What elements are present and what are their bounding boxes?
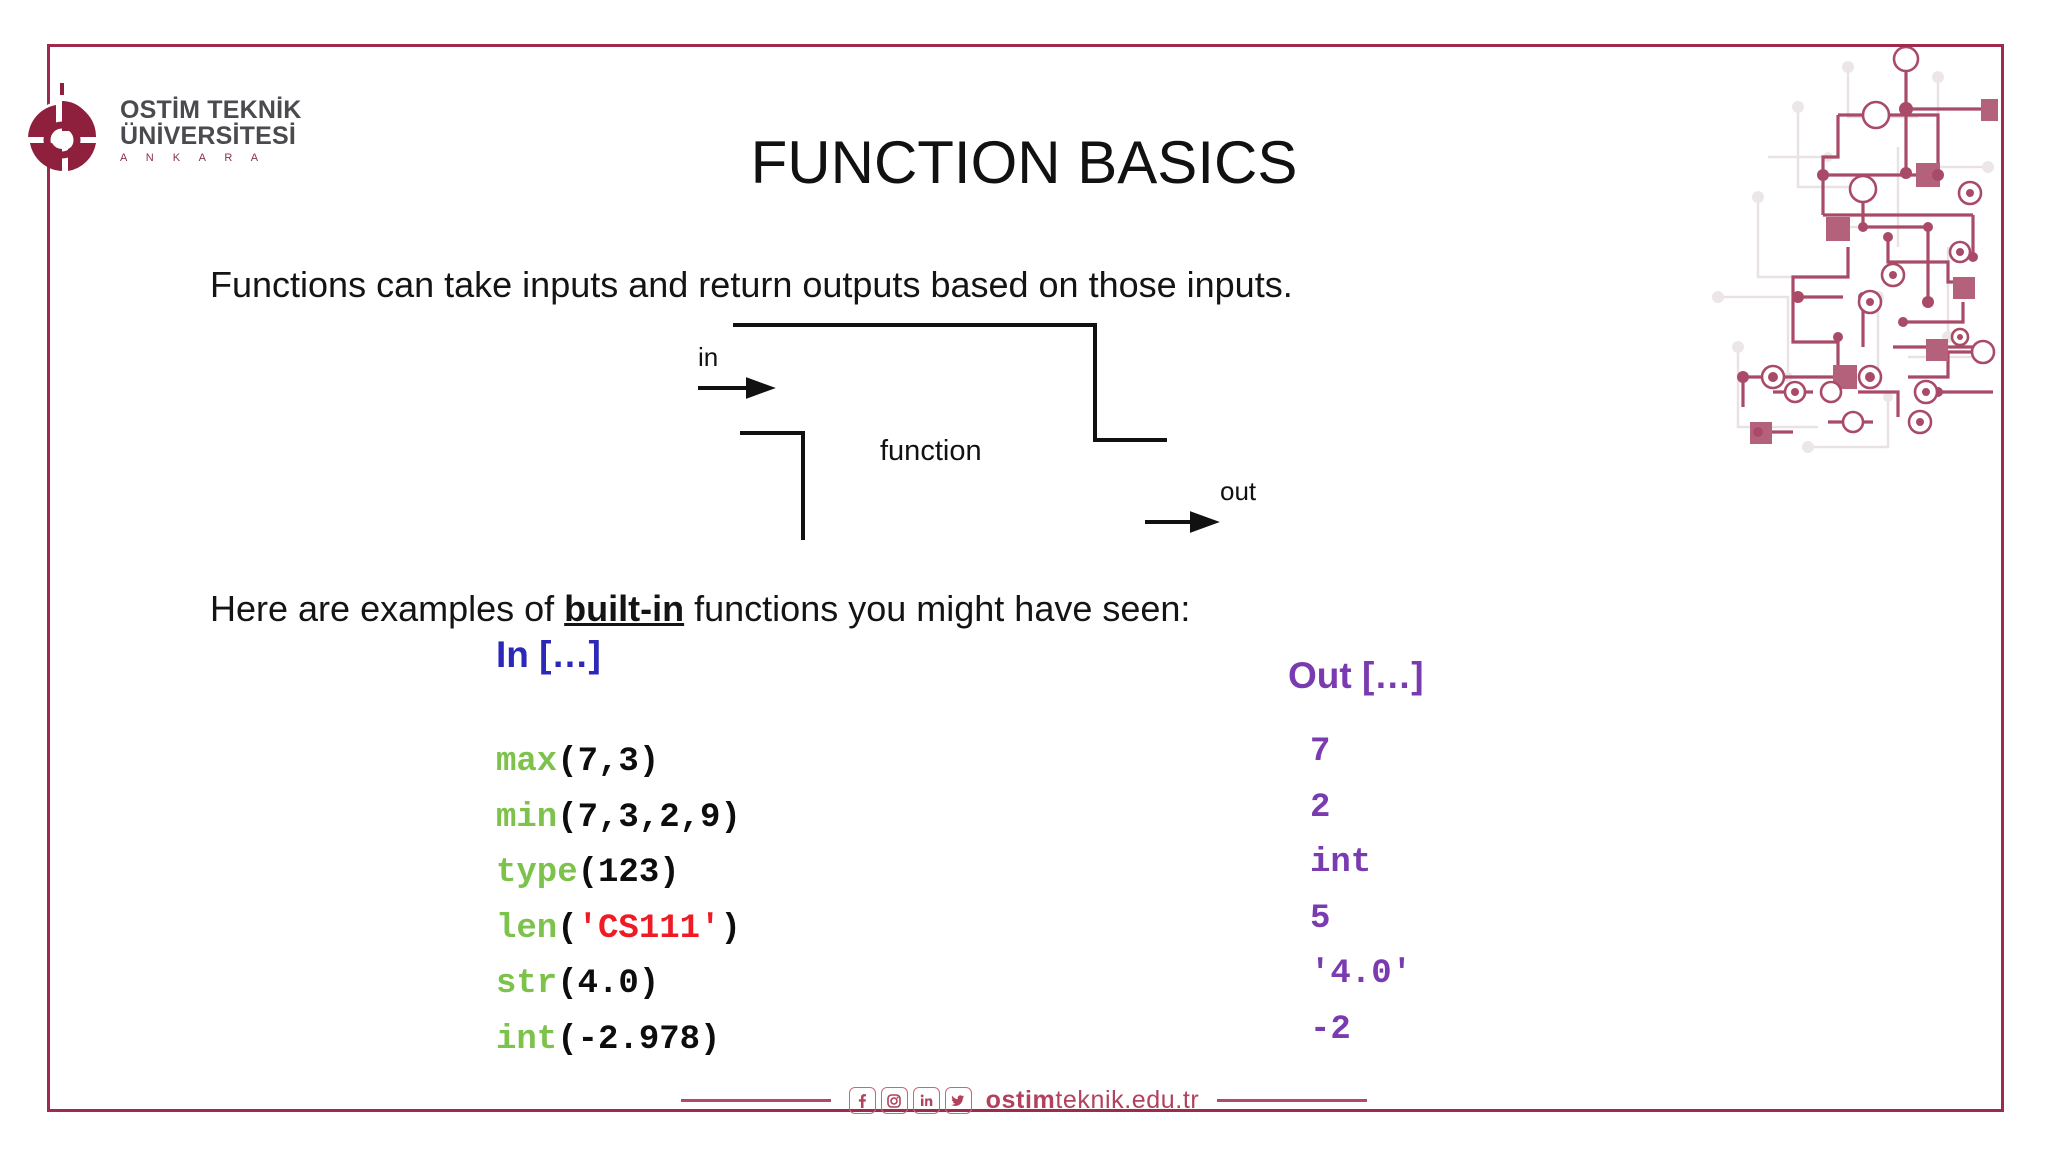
code-line: max(7,3) xyxy=(496,735,741,791)
output-line: 5 xyxy=(1310,899,1331,938)
examples-paragraph: Here are examples of built-in functions … xyxy=(210,588,1190,630)
twitter-icon[interactable] xyxy=(944,1087,972,1114)
code-line: str(4.0) xyxy=(496,957,741,1013)
linkedin-icon[interactable] xyxy=(912,1087,940,1114)
output-line: 7 xyxy=(1310,733,1331,771)
diagram-out-label: out xyxy=(1220,476,1257,506)
code-arguments: (-2.978) xyxy=(557,1020,721,1059)
examples-emphasis: built-in xyxy=(564,588,685,629)
circuit-decoration xyxy=(1698,47,1998,477)
in-column-header: In […] xyxy=(496,634,601,675)
footer-rule-right xyxy=(1217,1099,1368,1102)
output-line: -2 xyxy=(1310,1010,1351,1049)
page-title: FUNCTION BASICS xyxy=(750,129,1298,196)
footer-url-light: teknik.edu.tr xyxy=(1055,1086,1200,1114)
code-function-name: len xyxy=(496,909,558,948)
code-line: type(123) xyxy=(496,846,741,902)
slide-border xyxy=(47,44,2004,1112)
output-line: int xyxy=(1310,844,1372,882)
footer: ostimteknik.edu.tr xyxy=(0,1086,2048,1115)
social-icons xyxy=(848,1087,972,1114)
footer-rule-left xyxy=(680,1099,831,1102)
code-function-name: int xyxy=(496,1020,558,1059)
ostim-target-icon xyxy=(14,83,110,179)
intro-paragraph: Functions can take inputs and return out… xyxy=(210,264,1293,305)
university-logo: OSTİM TEKNİK ÜNİVERSİTESİ A N K A R A xyxy=(14,76,344,186)
code-arguments-close: ) xyxy=(720,909,741,948)
diagram-in-label: in xyxy=(698,342,718,372)
instagram-icon[interactable] xyxy=(880,1087,908,1114)
footer-url[interactable]: ostimteknik.edu.tr xyxy=(986,1086,1200,1115)
code-arguments: ( xyxy=(557,909,578,948)
logo-line-2: ÜNİVERSİTESİ xyxy=(120,122,297,150)
function-block-diagram: in out function xyxy=(620,300,1320,540)
logo-line-3: A N K A R A xyxy=(120,152,267,164)
code-arguments: (7,3) xyxy=(557,743,660,781)
footer-url-bold: ostim xyxy=(985,1086,1056,1114)
code-string-literal: 'CS111' xyxy=(577,909,721,948)
output-line: '4.0' xyxy=(1310,955,1413,993)
diagram-function-label: function xyxy=(880,435,982,467)
facebook-icon[interactable] xyxy=(848,1087,876,1114)
code-input-column: max(7,3)min(7,3,2,9)type(123)len('CS111'… xyxy=(496,735,741,1068)
code-arguments: (123) xyxy=(577,854,680,892)
output-line: 2 xyxy=(1310,788,1331,827)
code-output-column: 7 2 int 5 '4.0' -2 xyxy=(1310,725,1412,1058)
examples-prefix: Here are examples of xyxy=(210,588,565,629)
code-function-name: type xyxy=(496,854,578,892)
out-column-header: Out […] xyxy=(1288,655,1424,696)
logo-line-1: OSTİM TEKNİK xyxy=(120,96,302,124)
code-line: len('CS111') xyxy=(496,902,741,958)
examples-suffix: functions you might have seen: xyxy=(684,588,1191,629)
code-function-name: max xyxy=(496,743,558,781)
code-arguments: (4.0) xyxy=(557,965,660,1003)
code-line: min(7,3,2,9) xyxy=(496,791,741,847)
code-line: int(-2.978) xyxy=(496,1013,741,1069)
code-arguments: (7,3,2,9) xyxy=(557,798,741,837)
code-function-name: str xyxy=(496,965,558,1003)
code-function-name: min xyxy=(496,798,558,837)
